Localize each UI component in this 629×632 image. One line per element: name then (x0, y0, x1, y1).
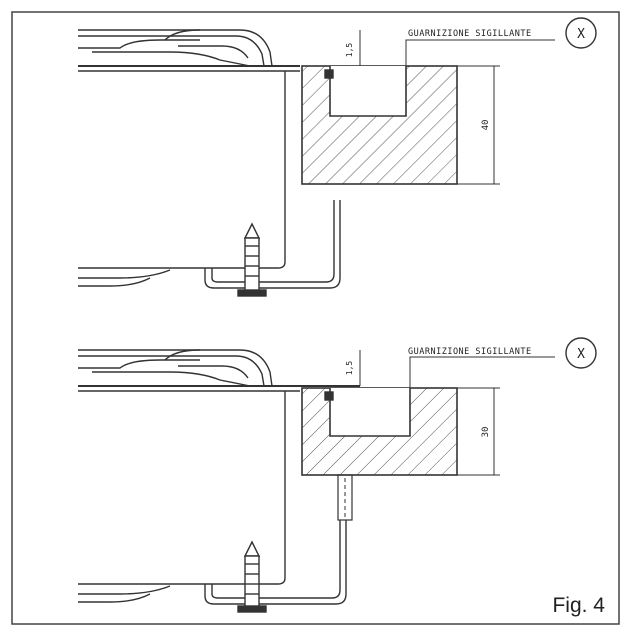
bottom-dim-height (457, 387, 500, 476)
top-dim-small-label: 1,5 (345, 43, 354, 58)
top-dim-height (457, 65, 500, 185)
bottom-dim-small-label: 1,5 (345, 361, 354, 376)
bottom-screw (237, 540, 267, 613)
top-seal-recess (329, 66, 407, 117)
figure-label: Fig. 4 (552, 594, 605, 617)
bottom-dim-height-label: 30 (481, 427, 491, 438)
bottom-callout-marker: X (577, 347, 585, 362)
bottom-burner-outline (78, 349, 273, 387)
top-hob-body (78, 71, 286, 269)
bottom-bracket (204, 520, 347, 605)
top-callout-marker: X (577, 27, 585, 42)
top-callout-leader (405, 39, 555, 110)
bottom-hob-body (78, 391, 286, 585)
bottom-detail (78, 337, 597, 613)
bottom-seal-recess (329, 388, 411, 437)
bottom-callout-circle (565, 337, 597, 369)
top-burner-outline (78, 29, 273, 67)
top-callout-text: GUARNIZIONE SIGILLANTE (408, 29, 532, 39)
top-bracket (204, 200, 341, 289)
drawing-border (11, 11, 620, 625)
top-callout-circle (565, 17, 597, 49)
top-detail (78, 17, 597, 297)
top-screw (237, 222, 267, 297)
bottom-callout-text: GUARNIZIONE SIGILLANTE (408, 347, 532, 357)
bottom-callout-leader (409, 356, 555, 430)
top-dim-height-label: 40 (481, 120, 491, 131)
